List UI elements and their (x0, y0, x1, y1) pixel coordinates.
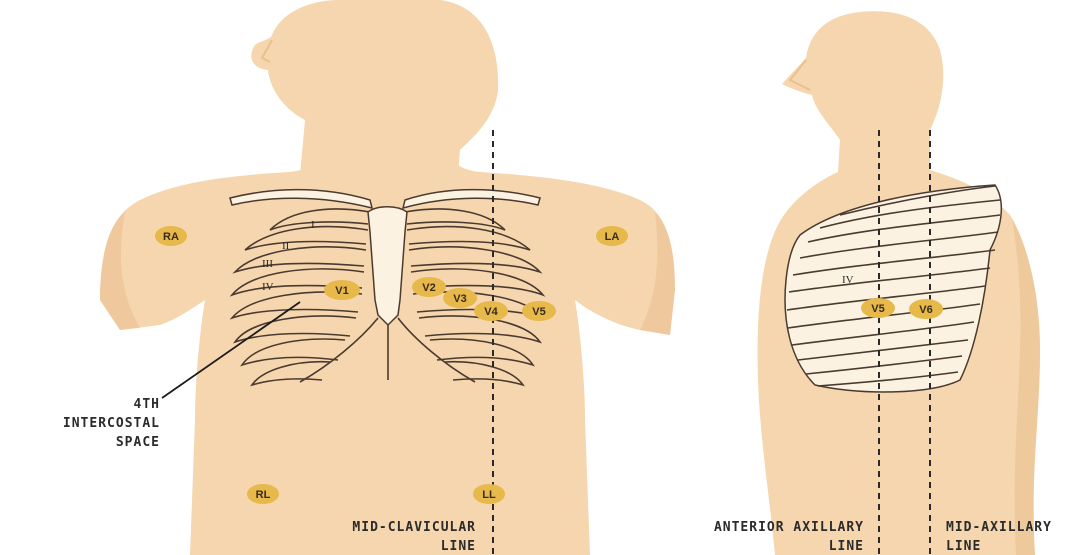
electrode-rl: RL (247, 484, 279, 504)
electrode-v3: V3 (443, 288, 477, 308)
electrode-ra: RA (155, 226, 187, 246)
svg-text:V2: V2 (422, 282, 435, 294)
intercostal-label-1: 4TH (134, 397, 160, 412)
intercostal-label-3: SPACE (116, 435, 160, 450)
svg-text:LA: LA (605, 231, 620, 243)
svg-text:V5: V5 (871, 303, 884, 315)
anterior-axillary-label-2: LINE (829, 539, 864, 554)
electrode-v5: V5 (522, 301, 556, 321)
side-rib-label-iv: IV (842, 274, 854, 286)
front-head (251, 0, 498, 175)
svg-text:RA: RA (163, 231, 179, 243)
electrode-side-v6: V6 (909, 299, 943, 319)
electrode-v2: V2 (412, 277, 446, 297)
side-figure: IV V5 V6 ANTERIOR AXILLARY LINE MID-AXIL… (714, 11, 1052, 555)
svg-text:V3: V3 (453, 293, 466, 305)
rib-label-iii: III (262, 258, 273, 270)
intercostal-label-2: INTERCOSTAL (63, 416, 160, 431)
electrode-side-v5: V5 (861, 298, 895, 318)
svg-text:V1: V1 (335, 285, 348, 297)
rib-label-ii: II (282, 240, 290, 252)
svg-text:V6: V6 (919, 304, 932, 316)
electrode-v4: V4 (474, 301, 508, 321)
mid-axillary-label-2: LINE (946, 539, 981, 554)
svg-text:LL: LL (482, 489, 496, 501)
svg-text:V4: V4 (484, 306, 498, 318)
mid-axillary-label-1: MID-AXILLARY (946, 520, 1052, 535)
rib-label-iv: IV (262, 281, 274, 293)
mid-clavicular-label-2: LINE (441, 539, 476, 554)
electrode-la: LA (596, 226, 628, 246)
anterior-axillary-label-1: ANTERIOR AXILLARY (714, 520, 864, 535)
mid-clavicular-label-1: MID-CLAVICULAR (352, 520, 476, 535)
rib-label-i: I (311, 219, 315, 231)
electrode-ll: LL (473, 484, 505, 504)
front-figure: I II III IV 4TH INTERCOSTAL SPACE MID-CL… (63, 0, 675, 555)
electrode-v1: V1 (324, 280, 360, 300)
svg-text:V5: V5 (532, 306, 545, 318)
svg-text:RL: RL (256, 489, 271, 501)
